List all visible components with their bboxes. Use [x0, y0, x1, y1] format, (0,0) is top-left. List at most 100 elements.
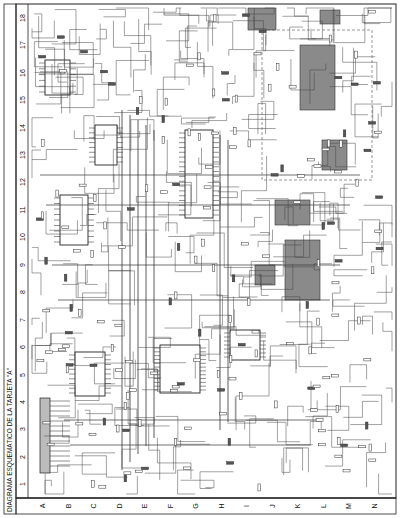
component-symbol [45, 257, 48, 264]
component-symbol [327, 222, 334, 225]
wire [52, 10, 76, 44]
component-symbol [252, 331, 259, 334]
grid-column-letter: I [243, 504, 250, 508]
wire [109, 271, 131, 304]
component-symbol [275, 401, 278, 408]
ic-pin [200, 378, 206, 379]
wire [99, 9, 126, 16]
ic-pin [54, 220, 60, 221]
component-symbol [94, 195, 97, 202]
wire [181, 118, 214, 124]
wire [273, 235, 326, 257]
bus-wire [146, 125, 147, 446]
component-symbol [79, 309, 82, 316]
wire [379, 474, 392, 494]
ic-pin [213, 137, 219, 138]
component-symbol [56, 190, 59, 197]
ic-pin [54, 203, 60, 204]
wire [40, 72, 68, 98]
wire [311, 343, 325, 353]
wire [32, 14, 42, 32]
ic-pin [260, 341, 266, 342]
wire [137, 369, 158, 389]
wire [295, 230, 310, 257]
wire [333, 9, 365, 43]
wire [102, 217, 168, 246]
wire [302, 193, 325, 225]
component-symbol [259, 30, 266, 33]
component-symbol [376, 196, 383, 199]
wire [260, 233, 282, 265]
component-symbol [62, 226, 69, 229]
ic-pin [105, 374, 111, 375]
wire [136, 197, 169, 203]
ic-pin [89, 147, 95, 148]
component-symbol [99, 486, 106, 489]
wire [116, 8, 149, 30]
wire [114, 360, 135, 379]
wire [231, 266, 244, 284]
wire [374, 312, 392, 320]
wire [300, 303, 322, 348]
wire [75, 386, 122, 401]
ic-pin [179, 147, 185, 148]
wire [93, 84, 108, 100]
wire [352, 76, 371, 84]
component-symbol [174, 438, 177, 445]
component-symbol [327, 140, 330, 147]
wire [163, 77, 189, 110]
wire [364, 205, 392, 224]
component-symbol [136, 107, 139, 114]
ic-pin [69, 378, 75, 379]
wire [35, 72, 61, 104]
component-symbol [228, 438, 231, 445]
component-symbol [336, 405, 339, 412]
ic-pin [213, 181, 219, 182]
connector-pin [50, 411, 70, 412]
wire [242, 274, 260, 287]
ic-pin [88, 231, 94, 232]
title-strip [4, 4, 16, 514]
component-symbol [364, 149, 371, 152]
ic-pin [154, 351, 160, 352]
wire [32, 21, 54, 38]
wire [141, 369, 192, 392]
component-symbol [115, 324, 122, 327]
wire [311, 29, 330, 47]
wire [239, 284, 272, 297]
wire [85, 410, 102, 424]
wire [327, 219, 361, 230]
shaded-module [248, 8, 276, 30]
wire [164, 14, 189, 41]
bus-wire [52, 265, 340, 266]
component-symbol [317, 260, 320, 267]
component-symbol [169, 298, 172, 305]
ic-body [75, 352, 105, 396]
ic-pin [213, 176, 219, 177]
component-symbol [281, 165, 284, 172]
ic-pin [224, 333, 230, 334]
grid-row-number: 2 [19, 454, 26, 460]
ic-pin [213, 161, 219, 162]
component-symbol [130, 389, 137, 392]
ic-pin [200, 348, 206, 349]
wire [310, 421, 321, 445]
wire [355, 275, 387, 330]
wire [306, 8, 334, 42]
ic-pin [179, 166, 185, 167]
wire [241, 156, 266, 222]
component-symbol [184, 467, 191, 470]
ic-pin [200, 390, 206, 391]
wire [227, 416, 256, 423]
wire [32, 345, 47, 374]
component-symbol [198, 329, 201, 336]
wire [32, 150, 77, 160]
wire [350, 395, 381, 424]
wire [95, 63, 114, 82]
ic-pin [154, 359, 160, 360]
component-symbol [92, 480, 95, 487]
component-symbol [79, 184, 86, 187]
ic-pin [213, 157, 219, 158]
wire [367, 442, 386, 487]
wire [180, 8, 209, 27]
